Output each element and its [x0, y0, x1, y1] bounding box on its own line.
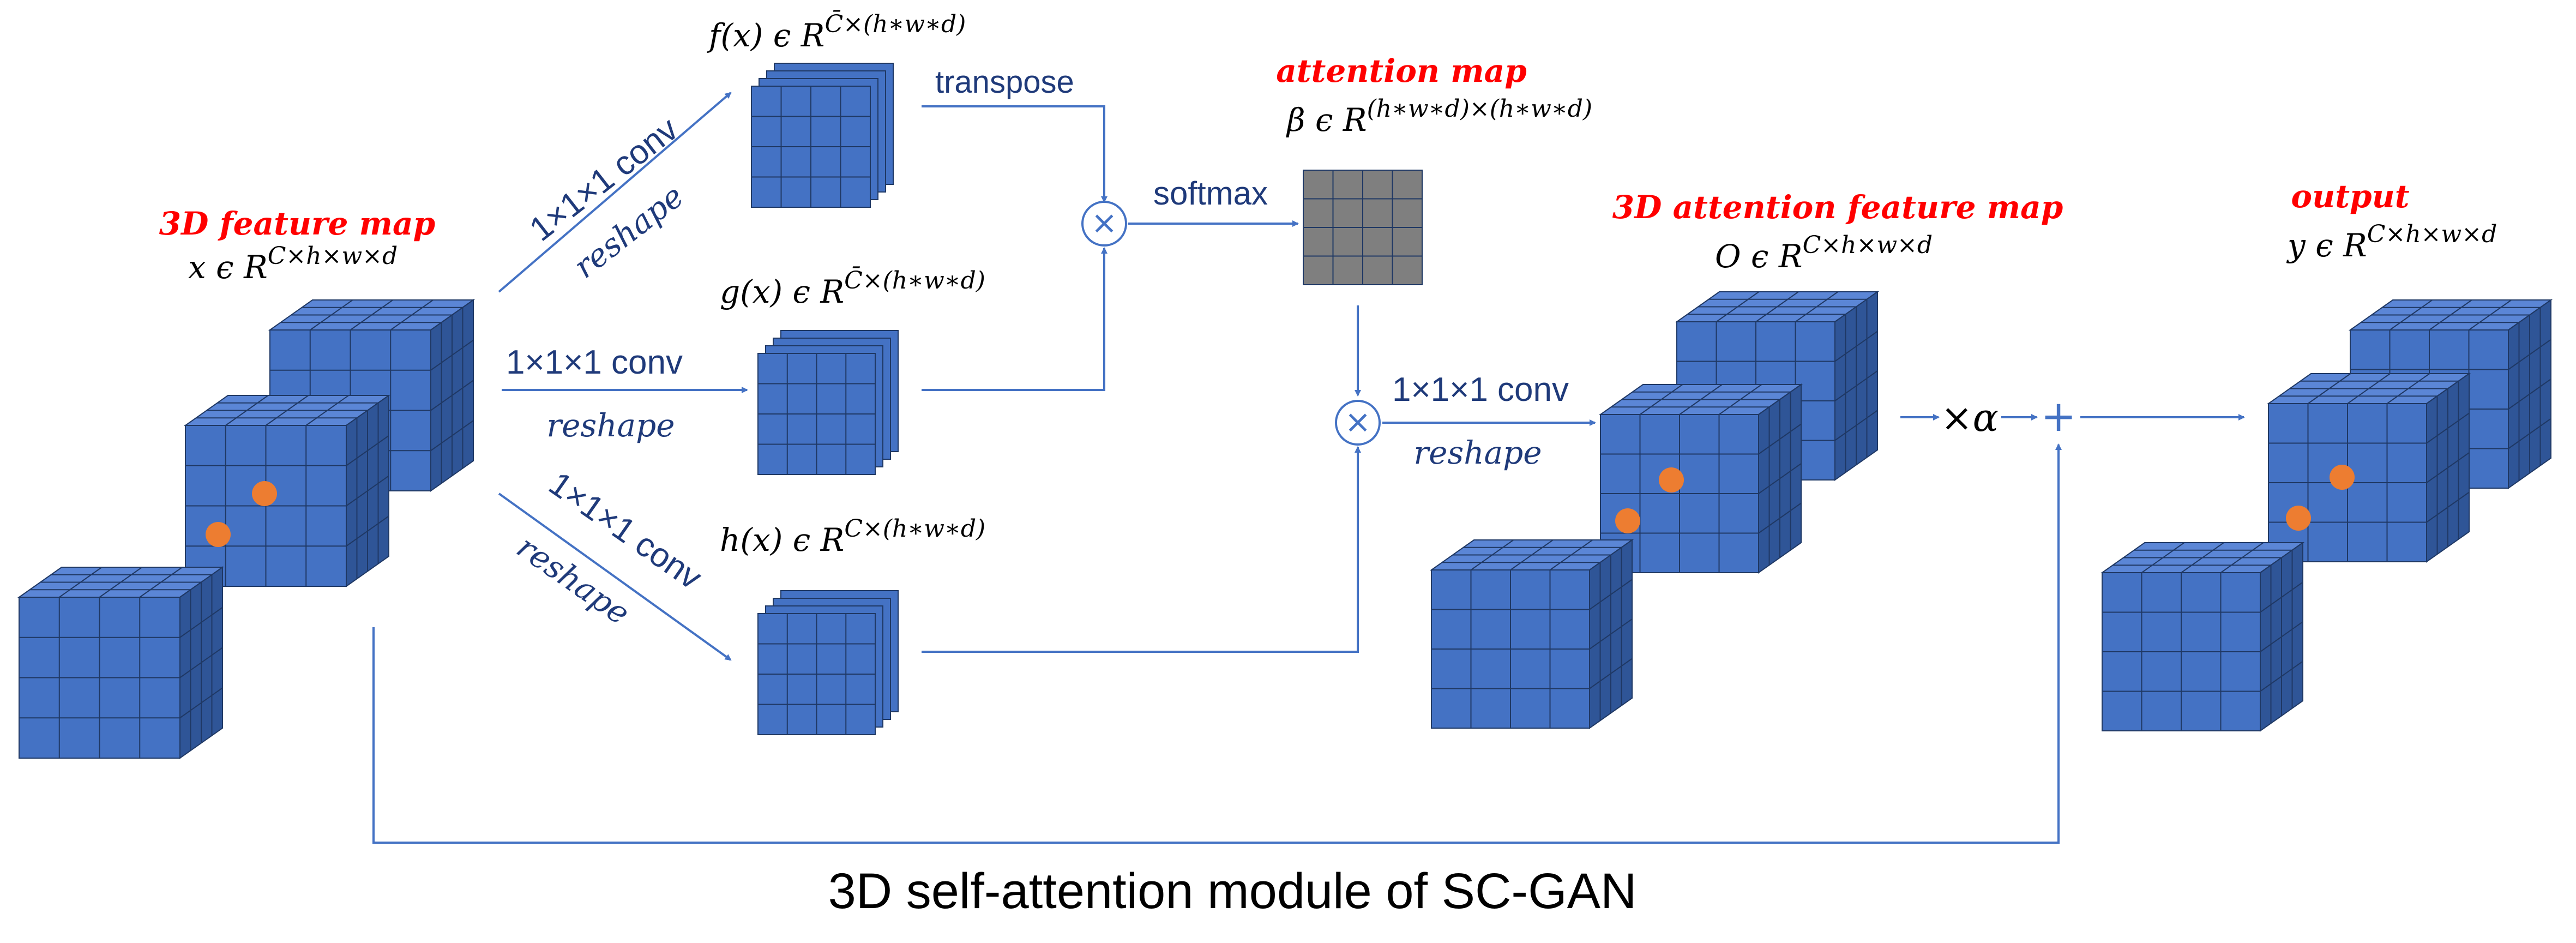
- g-reshape-label: reshape: [546, 407, 675, 444]
- input-formula: x ϵ RC×h×w×d: [188, 242, 398, 286]
- output-cube-middle-dot-1: [2286, 506, 2311, 531]
- diagram-caption: 3D self-attention module of SC-GAN: [828, 863, 1637, 919]
- arrow-g-to-multiply: [922, 247, 1108, 391]
- multiply-symbol-2: ×: [1345, 403, 1371, 440]
- input-title: 3D feature map: [159, 205, 435, 242]
- arrow-f-to-multiply: [922, 105, 1108, 203]
- f-matrix-stack: [751, 63, 894, 208]
- transpose-label: transpose: [935, 64, 1074, 100]
- input-cube-front: [17, 566, 225, 759]
- multiply-node-2: ×: [1335, 400, 1381, 446]
- output-cube-middle-dot-0: [2330, 465, 2355, 490]
- output-formula: y ϵ RC×h×w×d: [2286, 220, 2497, 264]
- attention-feature-cube-middle-dot-1: [1615, 508, 1640, 533]
- attention-feature-cube-front: [1429, 539, 1634, 729]
- attention-feature-title: 3D attention feature map: [1612, 189, 2063, 226]
- output-title: output: [2291, 178, 2409, 215]
- arrow-skip-connection: [372, 443, 2062, 844]
- g-matrix-stack: [757, 330, 899, 475]
- softmax-label: softmax: [1153, 175, 1268, 212]
- attention-title: attention map: [1276, 52, 1527, 89]
- attention-feature-cube-middle-dot-0: [1659, 467, 1684, 492]
- attention-formula: β ϵ R(h∗w∗d)×(h∗w∗d): [1286, 95, 1592, 139]
- arrow-input-to-f: [498, 92, 732, 293]
- g-formula: g(x) ϵ RC̄×(h∗w∗d): [720, 266, 985, 310]
- plus-symbol: +: [2041, 392, 2076, 441]
- multiply-node-1: ×: [1081, 201, 1127, 247]
- feature-conv-label: 1×1×1 conv: [1392, 371, 1569, 409]
- attention-map-grid: [1303, 170, 1423, 285]
- feature-reshape-label: reshape: [1413, 434, 1542, 471]
- scale-label: ×α: [1941, 395, 1999, 440]
- arrow-input-to-h: [498, 492, 732, 661]
- output-cube-front: [2100, 542, 2305, 732]
- g-conv-label: 1×1×1 conv: [506, 344, 683, 381]
- connectors: [372, 92, 2245, 844]
- input-cube-middle-dot-0: [252, 481, 277, 506]
- cubes-layer: [17, 63, 2553, 759]
- attention-feature-formula: O ϵ RC×h×w×d: [1715, 231, 1933, 275]
- h-matrix-stack: [757, 590, 899, 735]
- f-formula: f(x) ϵ RC̄×(h∗w∗d): [707, 9, 966, 54]
- h-formula: h(x) ϵ RC×(h∗w∗d): [720, 515, 985, 558]
- multiply-symbol-1: ×: [1091, 204, 1118, 241]
- arrow-h-to-multiply: [922, 446, 1361, 653]
- output-cube-middle: [2266, 373, 2471, 563]
- input-cube-middle: [183, 394, 391, 587]
- input-cube-middle-dot-1: [206, 522, 231, 547]
